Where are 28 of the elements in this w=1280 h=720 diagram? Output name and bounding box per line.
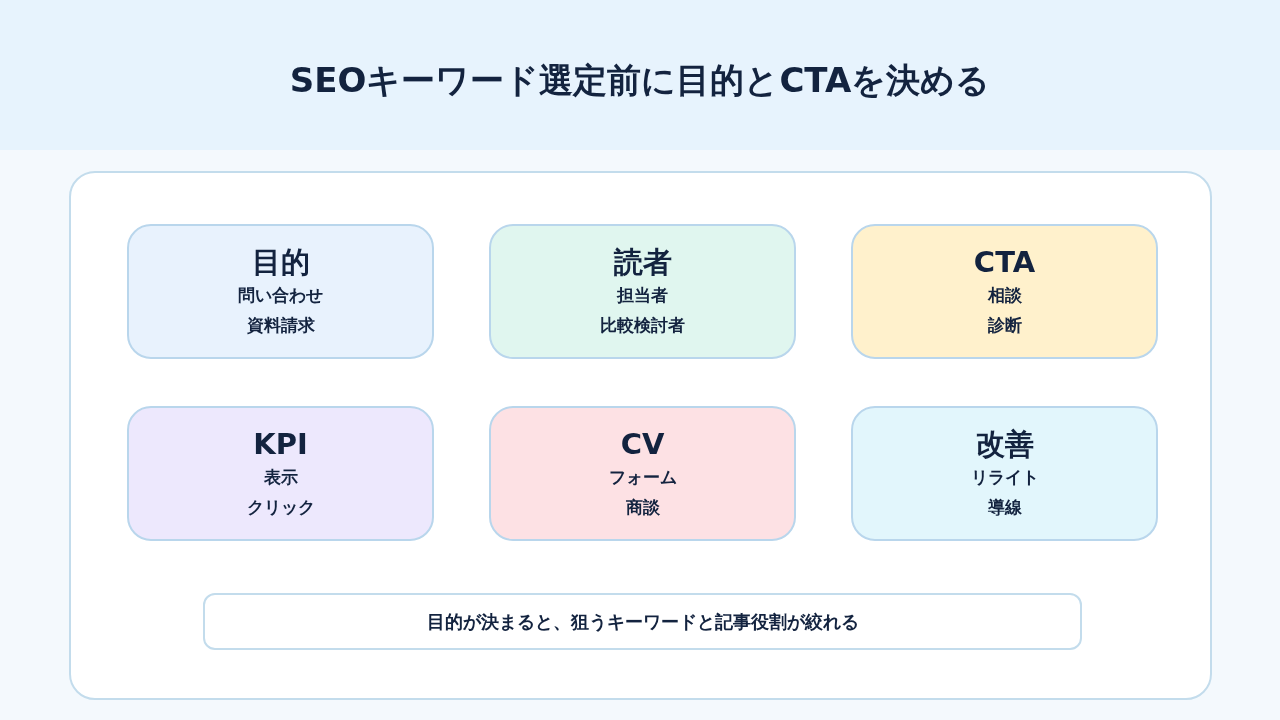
card-item: 商談 [625,495,660,519]
card-item: リライト [970,465,1039,489]
content-panel [69,171,1212,700]
card-heading: CV [620,425,665,462]
summary-note [203,593,1082,650]
card-heading: KPI [253,425,308,462]
card-heading: 読者 [613,243,672,280]
card-item: 診断 [987,313,1022,337]
card-item: 担当者 [617,283,668,307]
category-card [851,406,1158,541]
card-item: 問い合わせ [238,283,323,307]
category-card [489,224,796,359]
category-card [127,406,434,541]
card-heading: 改善 [975,425,1034,462]
card-item: クリック [246,495,315,519]
note-text: 目的が決まると、狙うキーワードと記事役割が絞れる [426,609,859,634]
card-item: 資料請求 [246,313,315,337]
category-card [489,406,796,541]
card-heading: 目的 [251,243,310,280]
card-item: 相談 [987,283,1022,307]
card-item: 導線 [987,495,1022,519]
card-heading: CTA [973,243,1036,280]
card-item: フォーム [608,465,677,489]
category-card [851,224,1158,359]
card-item: 表示 [263,465,298,489]
card-item: 比較検討者 [600,313,685,337]
page-title: SEOキーワード選定前に目的とCTAを決める [288,59,992,102]
category-card [127,224,434,359]
